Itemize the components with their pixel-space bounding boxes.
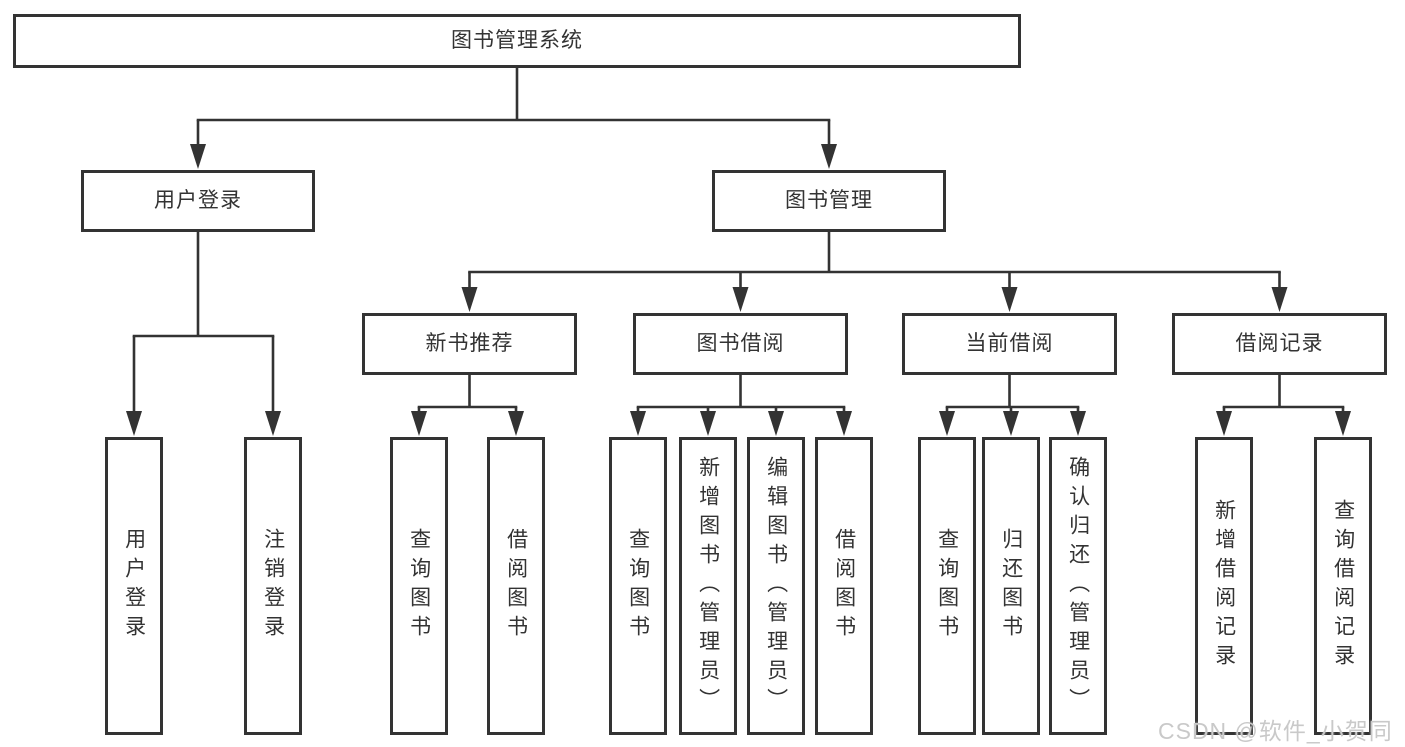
leaf-return-book: 归还图书 — [982, 437, 1040, 735]
leaf-query-borrow-record: 查询借阅记录 — [1314, 437, 1372, 735]
node-book-borrowing: 图书借阅 — [633, 313, 848, 375]
node-book-management: 图书管理 — [712, 170, 946, 232]
node-library-management-system: 图书管理系统 — [13, 14, 1021, 68]
leaf-logout: 注销登录 — [244, 437, 302, 735]
node-borrowing-records: 借阅记录 — [1172, 313, 1387, 375]
leaf-borrow-books-borrowing: 借阅图书 — [815, 437, 873, 735]
csdn-watermark: CSDN @软件_小贺同学 — [1158, 718, 1393, 744]
leaf-edit-book-admin: 编辑图书（管理员） — [747, 437, 805, 735]
leaf-query-books-borrowing: 查询图书 — [609, 437, 667, 735]
leaf-confirm-return-admin: 确认归还（管理员） — [1049, 437, 1107, 735]
leaf-user-login: 用户登录 — [105, 437, 163, 735]
leaf-borrow-books-newbook: 借阅图书 — [487, 437, 545, 735]
leaf-add-borrow-record: 新增借阅记录 — [1195, 437, 1253, 735]
leaf-query-books-newbook: 查询图书 — [390, 437, 448, 735]
leaf-add-book-admin: 新增图书（管理员） — [679, 437, 737, 735]
node-current-borrowing: 当前借阅 — [902, 313, 1117, 375]
node-new-book-recommend: 新书推荐 — [362, 313, 577, 375]
leaf-query-books-current: 查询图书 — [918, 437, 976, 735]
node-user-login: 用户登录 — [81, 170, 315, 232]
